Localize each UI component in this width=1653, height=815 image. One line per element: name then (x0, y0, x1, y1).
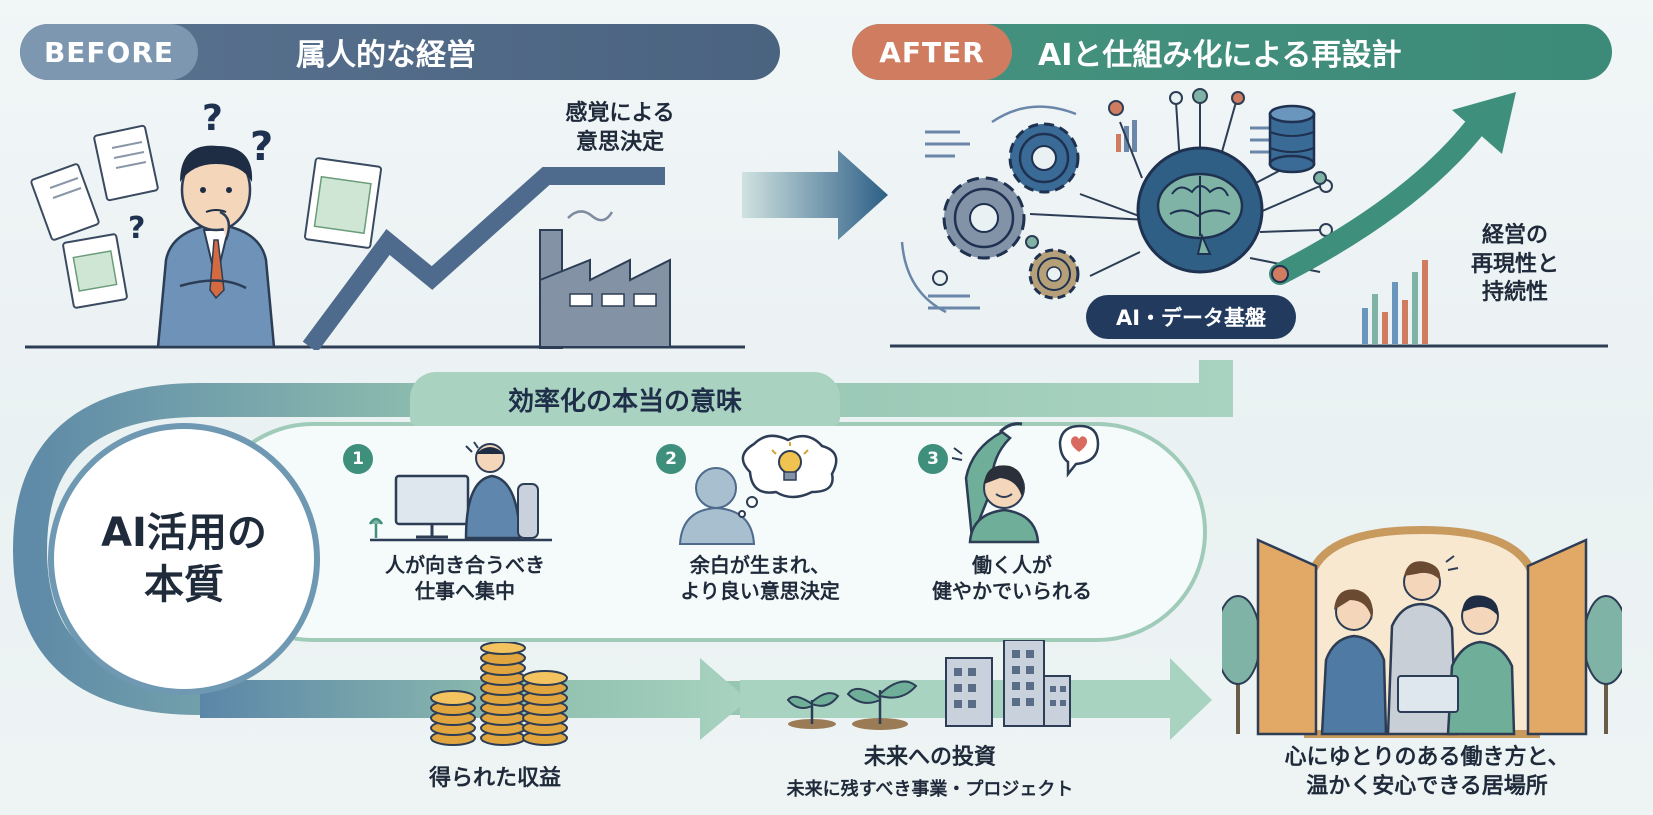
spreadsheet-icon (62, 233, 128, 309)
worried-man-icon (156, 145, 276, 349)
ai-data-platform-badge: AI・データ基盤 (1086, 295, 1296, 339)
factory-icon (539, 210, 671, 349)
loop-track (12, 360, 1233, 715)
zigzag-trend-line (302, 167, 665, 350)
question-mark-icon: ? (202, 98, 223, 139)
future-investment-icon (786, 640, 1071, 730)
document-icon (93, 124, 159, 202)
gear-icon (1028, 248, 1080, 300)
after-header: AFTER AIと仕組み化による再設計 (852, 24, 1612, 80)
before-decision-label: 感覚による 意思決定 (565, 101, 675, 155)
focused-worker-icon (368, 441, 552, 542)
brain-hub-icon (1136, 146, 1264, 274)
item-3-label: 働く人が 健やかでいられる (932, 553, 1092, 603)
cycle-arrow-icon (991, 105, 1077, 124)
gear-icon (1008, 122, 1080, 194)
tree-icon (1222, 595, 1261, 734)
profit-label: 得られた収益 (428, 766, 561, 791)
item-1-label: 人が向き合うべき 仕事へ集中 (385, 553, 545, 603)
spreadsheet-icon (304, 157, 382, 249)
question-mark-icon: ? (250, 124, 273, 170)
transition-arrow-icon (742, 150, 888, 240)
result-bar-chart-icon (1362, 260, 1428, 344)
after-title: AIと仕組み化による再設計 (1038, 38, 1402, 73)
after-tag: AFTER (852, 24, 1012, 80)
document-icon (30, 163, 100, 241)
growth-origin-node-icon (1271, 265, 1289, 283)
goal-label: 心にゆとりのある働き方と、 温かく安心できる居場所 (1284, 745, 1570, 799)
before-tag: BEFORE (20, 24, 198, 80)
item-2-number-badge: 2 (656, 444, 686, 474)
cycle-arrow-icon (900, 241, 947, 314)
after-illustration (890, 88, 1608, 348)
item-1-number-badge: 1 (343, 444, 373, 474)
growth-arrow-icon (1269, 107, 1493, 285)
idea-person-icon (678, 434, 838, 545)
future-investment-title: 未来への投資 (863, 745, 996, 770)
building-icon (945, 640, 1071, 727)
coin-stack-icon (430, 642, 568, 746)
item-2-label: 余白が生まれ、 より良い意思決定 (680, 553, 840, 603)
before-title: 属人的な経営 (296, 38, 476, 73)
item-3-number-badge: 3 (918, 444, 948, 474)
gear-icon (942, 176, 1026, 260)
door-left (1256, 538, 1318, 736)
efficiency-title-tab: 効率化の本当の意味 (410, 372, 840, 426)
healthy-worker-icon (952, 422, 1100, 544)
sprout-icon (846, 680, 918, 730)
ai-core-label: AI活用の 本質 (101, 510, 267, 608)
database-icon (1268, 104, 1316, 174)
ai-core-circle: AI活用の 本質 (48, 423, 320, 695)
welcoming-doorway-icon (1222, 525, 1622, 738)
future-investment-subtitle: 未来に残すべき事業・プロジェクト (786, 779, 1074, 800)
growth-arrow-head-icon (1452, 92, 1516, 154)
sprout-icon (786, 692, 840, 729)
question-mark-icon: ? (128, 211, 145, 246)
before-illustration: ? ? ? (25, 98, 745, 350)
tree-icon (1583, 595, 1622, 734)
before-header: BEFORE 属人的な経営 (20, 24, 780, 80)
network-node-icon (932, 88, 1333, 286)
door-right (1526, 538, 1588, 736)
team-people-icon (1320, 555, 1516, 736)
after-result-label: 経営の 再現性と 持続性 (1470, 223, 1559, 306)
